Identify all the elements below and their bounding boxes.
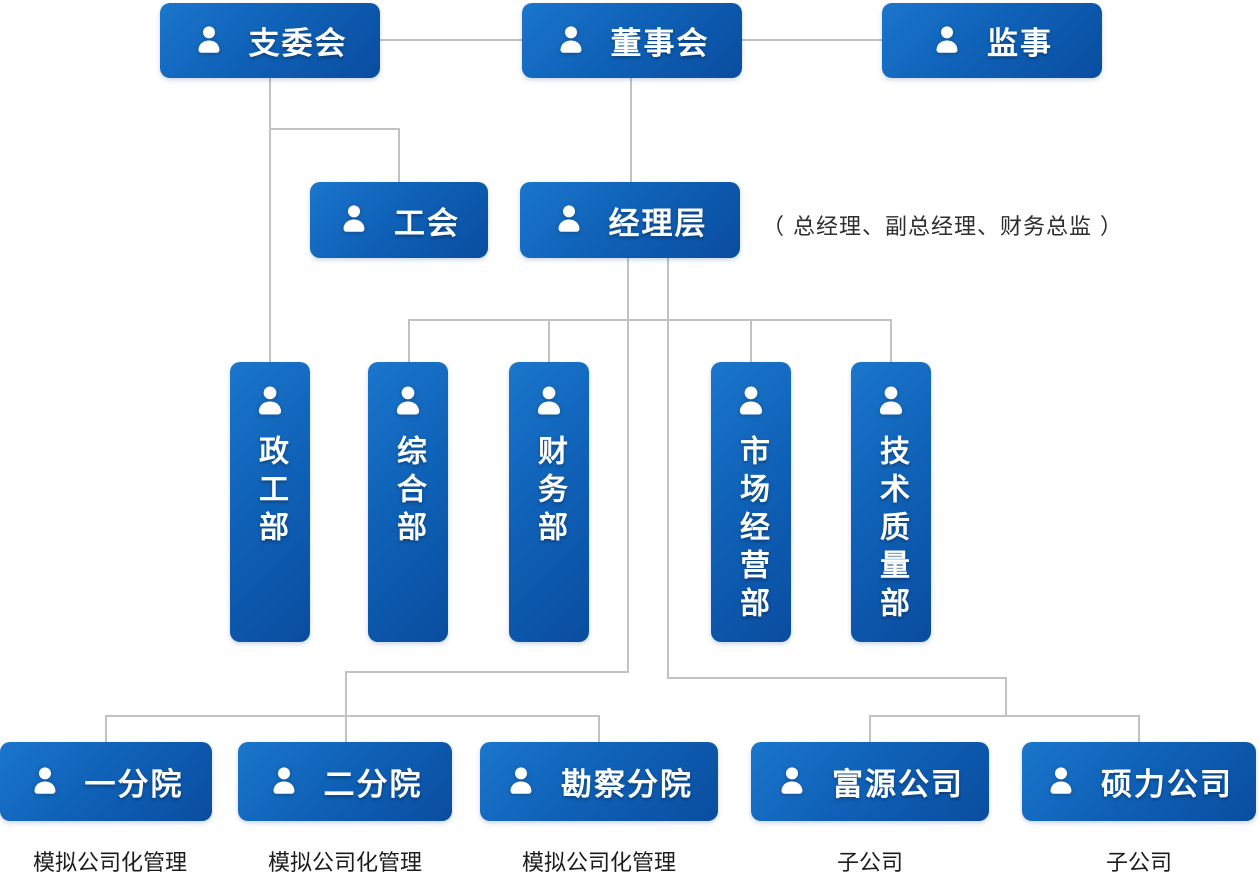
person-icon bbox=[391, 384, 425, 420]
node-finance-dept: 财务部 bbox=[509, 362, 589, 642]
person-icon bbox=[532, 384, 566, 420]
sublabel-fuyuan-company: 子公司 bbox=[836, 851, 904, 876]
node-label: 经理层 bbox=[608, 205, 708, 242]
node-party-branch-committee: 支委会 bbox=[160, 3, 380, 78]
node-supervisor: 监事 bbox=[882, 3, 1102, 78]
node-label: 富源公司 bbox=[832, 767, 964, 803]
person-icon bbox=[193, 24, 225, 58]
node-general-affairs-dept: 综合部 bbox=[368, 362, 448, 642]
sublabel-shuoli-company: 子公司 bbox=[1105, 851, 1173, 876]
node-second-branch: 二分院 bbox=[238, 742, 452, 821]
node-label: 硕力公司 bbox=[1101, 767, 1233, 803]
node-management-team: 经理层 bbox=[520, 182, 740, 258]
person-icon bbox=[874, 384, 908, 420]
person-icon bbox=[338, 203, 370, 237]
node-label: 财务部 bbox=[532, 435, 567, 549]
node-label: 勘察分院 bbox=[561, 767, 693, 803]
sublabel-second-branch: 模拟公司化管理 bbox=[267, 851, 423, 876]
sublabel-survey-branch: 模拟公司化管理 bbox=[521, 851, 677, 876]
person-icon bbox=[268, 765, 300, 799]
node-marketing-dept: 市场经营部 bbox=[711, 362, 791, 642]
node-label: 技术质量部 bbox=[874, 435, 909, 625]
person-icon bbox=[931, 24, 963, 58]
node-label: 一分院 bbox=[84, 767, 184, 803]
node-shuoli-company: 硕力公司 bbox=[1022, 742, 1256, 821]
node-label: 市场经营部 bbox=[734, 435, 769, 625]
person-icon bbox=[29, 765, 61, 799]
node-label: 二分院 bbox=[323, 767, 423, 803]
person-icon bbox=[505, 765, 537, 799]
node-board-of-directors: 董事会 bbox=[522, 3, 742, 78]
node-labor-union: 工会 bbox=[310, 182, 488, 258]
node-label: 综合部 bbox=[391, 435, 426, 549]
node-political-work-dept: 政工部 bbox=[230, 362, 310, 642]
management-annotation: （ 总经理、副总经理、财务总监 ） bbox=[762, 215, 1123, 240]
person-icon bbox=[734, 384, 768, 420]
person-icon bbox=[253, 384, 287, 420]
node-tech-quality-dept: 技术质量部 bbox=[851, 362, 931, 642]
person-icon bbox=[553, 203, 585, 237]
sublabel-first-branch: 模拟公司化管理 bbox=[32, 851, 188, 876]
person-icon bbox=[776, 765, 808, 799]
node-label: 支委会 bbox=[248, 26, 348, 62]
node-survey-branch: 勘察分院 bbox=[480, 742, 718, 821]
node-label: 工会 bbox=[394, 205, 460, 242]
person-icon bbox=[1045, 765, 1077, 799]
node-first-branch: 一分院 bbox=[0, 742, 212, 821]
node-label: 董事会 bbox=[610, 26, 710, 62]
node-label: 监事 bbox=[987, 26, 1053, 62]
person-icon bbox=[555, 24, 587, 58]
node-fuyuan-company: 富源公司 bbox=[751, 742, 989, 821]
node-label: 政工部 bbox=[253, 435, 288, 549]
